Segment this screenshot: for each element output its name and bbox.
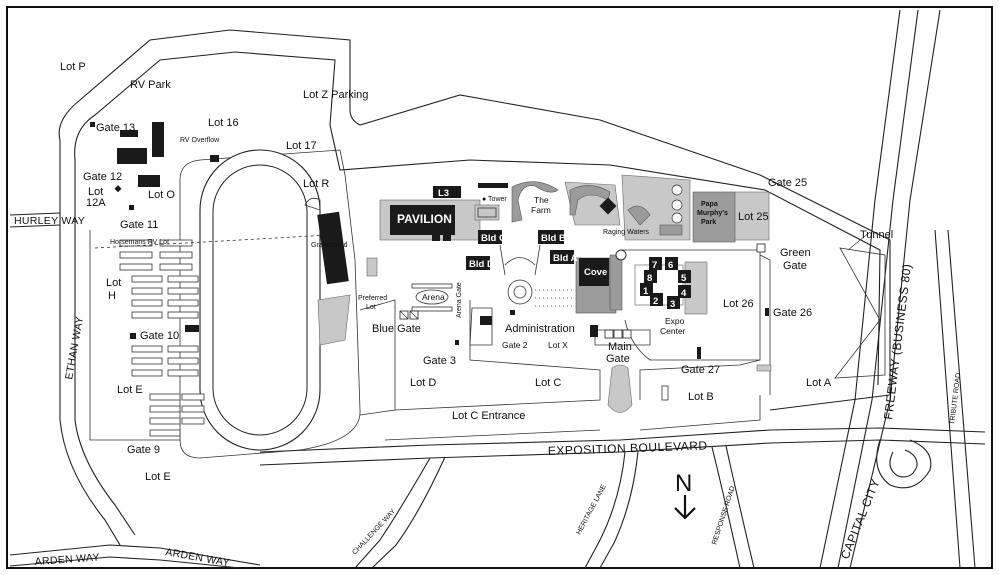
label-exposition-blvd: EXPOSITION BOULEVARD [548, 438, 708, 458]
label-lot-e-west: Lot E [117, 384, 143, 396]
label-lot-z: Lot Z Parking [303, 89, 368, 101]
label-lot-d: Lot D [410, 377, 436, 389]
label-arena: Arena [422, 292, 445, 302]
west-lot-rows [94, 234, 331, 437]
label-lot-c: Lot C [535, 377, 561, 389]
label-lot-o: Lot O [148, 189, 175, 201]
expo-building-2: 2 [653, 296, 658, 307]
label-lot-p: Lot P [60, 61, 86, 73]
label-administration: Administration [505, 323, 575, 335]
north-arrow [674, 495, 696, 520]
expo-building-3: 3 [670, 299, 675, 310]
expo-building-1: 1 [643, 286, 649, 297]
label-lot-e-south: Lot E [145, 471, 171, 483]
race-track [199, 149, 321, 451]
label-bld-b: Bld B [541, 233, 566, 244]
expo-building-4: 4 [681, 288, 687, 299]
label-lot-x: Lot X [548, 340, 568, 350]
label-lot-a: Lot A [806, 377, 832, 389]
label-tower: ● Tower [482, 196, 507, 203]
label-lot-r: Lot R [303, 178, 329, 190]
label-gate-10: Gate 10 [140, 330, 179, 342]
label-gate-13: Gate 13 [96, 122, 135, 134]
expo-building-5: 5 [681, 273, 687, 284]
gate-markers [399, 231, 886, 413]
label-grandstand: Grandstand [311, 242, 348, 249]
rv-park-buildings [90, 122, 219, 339]
label-arena-gate: Arena Gate [456, 282, 463, 318]
label-lot-26: Lot 26 [723, 298, 754, 310]
label-lot-25: Lot 25 [738, 211, 769, 223]
label-gate-2: Gate 2 [502, 340, 528, 350]
expo-building-6: 6 [668, 260, 673, 271]
label-gate-27: Gate 27 [681, 364, 720, 376]
label-bld-c: Bld C [481, 233, 506, 244]
label-l3: L3 [438, 188, 449, 199]
label-raging-waters: Raging Waters [603, 229, 650, 236]
grandstand-area [304, 197, 378, 346]
label-gate-3: Gate 3 [423, 355, 456, 367]
label-bld-a: Bld A [553, 253, 578, 264]
label-gate-12: Gate 12 [83, 171, 122, 183]
label-cove: Cove [584, 267, 607, 278]
expo-building-8: 8 [647, 273, 652, 284]
label-gate-11: Gate 11 [120, 219, 158, 231]
expo-center [590, 249, 761, 361]
label-gate-25: Gate 25 [768, 177, 807, 189]
label-gate-26: Gate 26 [773, 307, 812, 319]
label-tunnel: Tunnel [860, 229, 893, 241]
label-arden-way-1: ARDEN WAY [34, 551, 100, 568]
label-blue-gate: Blue Gate [372, 323, 421, 335]
label-lot-17: Lot 17 [286, 140, 317, 152]
label-lot-16: Lot 16 [208, 117, 239, 129]
map-frame [6, 6, 993, 569]
label-north: N [675, 470, 692, 497]
label-rv-overflow: RV Overflow [180, 137, 220, 144]
label-lot-c-entrance: Lot C Entrance [452, 410, 525, 422]
raging-waters-area [564, 174, 770, 243]
label-pavilion: PAVILION [397, 212, 452, 226]
road-network [9, 9, 986, 569]
label-rv-park: RV Park [130, 79, 171, 91]
label-lot-b: Lot B [688, 391, 714, 403]
label-hurley-way: HURLEY WAY [14, 215, 85, 227]
expo-building-squares [640, 257, 691, 309]
expo-building-7: 7 [652, 260, 657, 271]
label-gate-9: Gate 9 [127, 444, 160, 456]
label-bld-d: Bld D [469, 259, 494, 270]
label-horsemans-rv-lot: Horsemans RV Lot [110, 239, 169, 246]
